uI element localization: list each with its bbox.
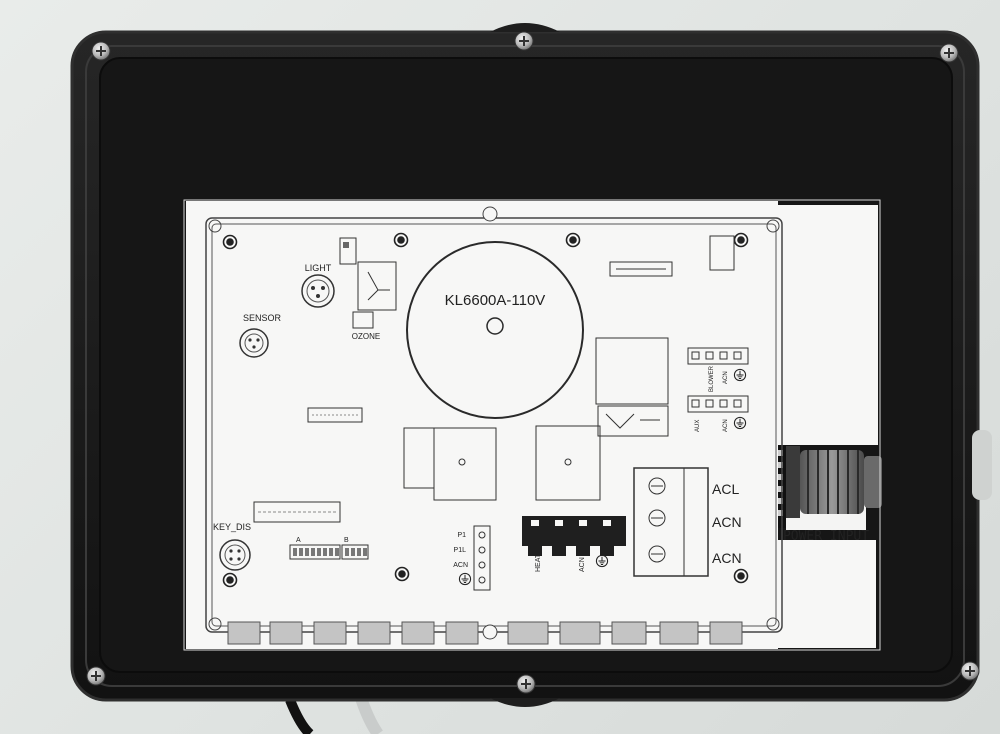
acn-heat-label: ACN: [579, 557, 586, 572]
heat-label: HEAT: [535, 553, 542, 572]
dip-b-label: B: [344, 537, 349, 544]
aux-label: AUX: [695, 420, 701, 432]
sensor-label: SENSOR: [243, 313, 282, 323]
dip-a-label: A: [296, 537, 301, 544]
ozone-label: OZONE: [352, 332, 380, 341]
acn-small-label: ACN: [453, 562, 468, 569]
model-label: KL6600A-110V: [445, 292, 546, 309]
acn1-label: ACN: [712, 514, 742, 530]
acn-blower-label: ACN: [723, 371, 729, 384]
screw-icon: [86, 666, 106, 686]
screw-icon: [91, 41, 111, 61]
screw-icon: [939, 43, 959, 63]
blower-label: BLOWER: [709, 365, 715, 392]
key-dis-label: KEY_DIS: [213, 522, 251, 532]
acn-aux-label: ACN: [723, 419, 729, 432]
acn2-label: ACN: [712, 550, 742, 566]
screw-icon: [514, 31, 534, 51]
p1l-label: P1L: [454, 547, 467, 554]
screw-icon: [516, 674, 536, 694]
acl-label: ACL: [712, 481, 739, 497]
screw-icon: [960, 661, 980, 681]
board-label: KL6600A-110V LIGHT OZONE SENSOR KEY_DIS …: [183, 199, 881, 651]
light-label: LIGHT: [305, 263, 332, 273]
p1-label: P1: [457, 532, 466, 539]
cable-gland-icon: [786, 446, 882, 518]
